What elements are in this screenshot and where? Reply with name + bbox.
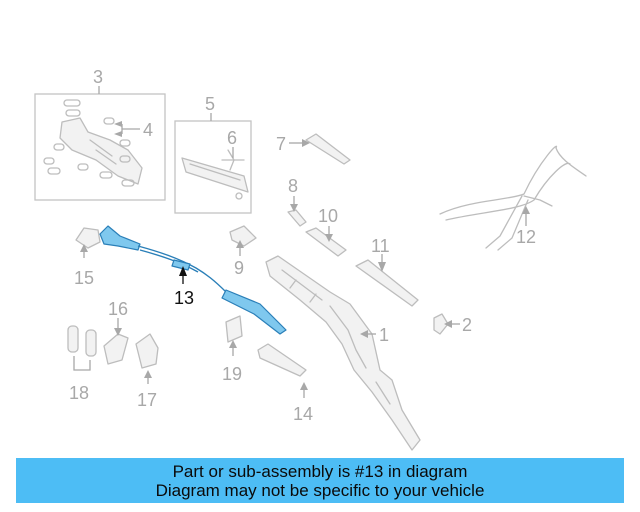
part-3-assembly [34,93,166,201]
part-11 [355,259,419,307]
callout-19: 19 [222,364,242,384]
part-17 [135,333,159,369]
part-12-cables [439,145,587,251]
callout-17: 17 [137,390,157,410]
banner-line-2: Diagram may not be specific to your vehi… [155,480,485,500]
part-19 [225,315,243,343]
part-4-clips [114,121,140,137]
part-5-assembly [174,120,252,214]
part-15 [75,227,101,249]
callout-15: 15 [74,268,94,288]
part-7 [305,133,351,165]
callout-10: 10 [318,206,338,226]
callout-1: 1 [379,325,389,345]
part-2 [433,313,449,335]
callout-6: 6 [227,128,237,148]
banner-line-1: Part or sub-assembly is #13 in diagram [172,461,468,481]
part-10 [305,227,347,257]
callout-9: 9 [234,258,244,278]
callout-5: 5 [205,94,215,114]
callout-18: 18 [69,383,89,403]
callout-2: 2 [462,315,472,335]
callout-12: 12 [516,227,536,247]
callout-14: 14 [293,404,313,424]
part-9 [229,225,257,247]
part-8 [287,209,307,227]
callout-3: 3 [93,67,103,87]
part-1-frame [265,255,421,451]
part-18-links [67,325,97,371]
part-16 [103,333,129,365]
info-banner: Part or sub-assembly is #13 in diagram D… [16,458,624,503]
part-14 [257,343,307,377]
callout-8: 8 [288,176,298,196]
callout-16: 16 [108,299,128,319]
callout-4: 4 [143,120,153,140]
part-13-cable-highlighted [99,225,287,335]
callout-13: 13 [174,288,194,308]
callout-11: 11 [371,236,390,256]
callout-7: 7 [276,134,286,154]
